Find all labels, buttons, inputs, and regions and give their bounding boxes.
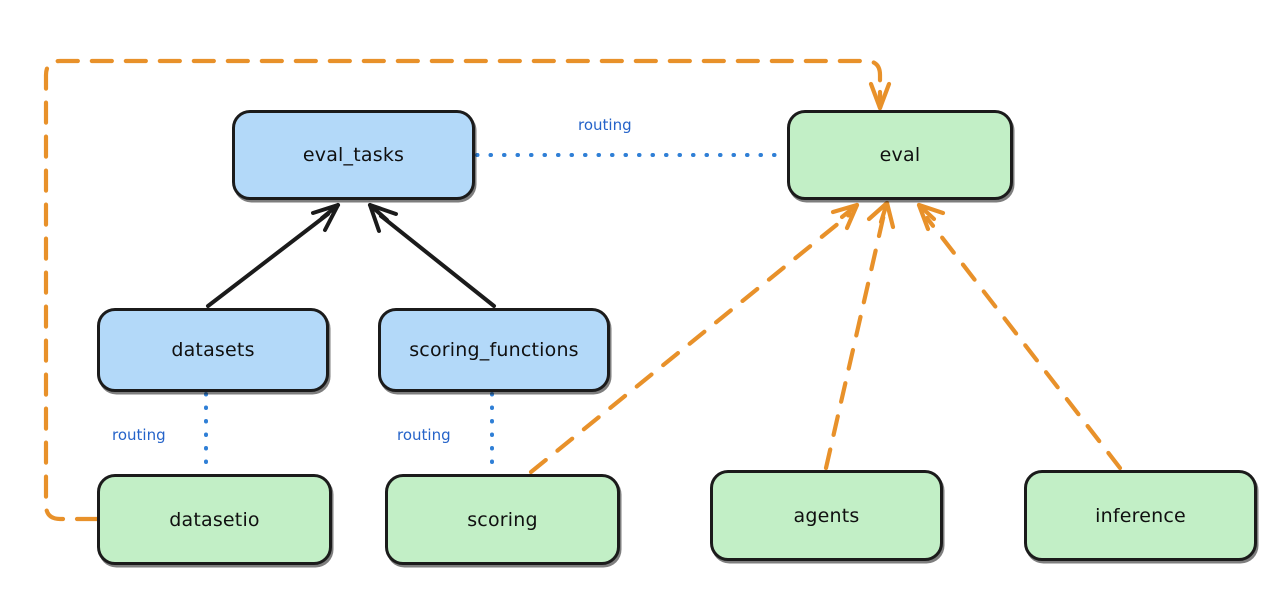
- node-eval[interactable]: eval: [787, 110, 1013, 200]
- node-label: scoring_functions: [409, 339, 579, 361]
- node-label: scoring: [467, 508, 538, 531]
- edge-datasets-to-eval_tasks: [206, 203, 340, 308]
- edge-label-routing-datasetio: routing: [112, 426, 166, 444]
- node-agents[interactable]: agents: [710, 470, 943, 561]
- edge-scoringfns-to-eval_tasks: [368, 203, 496, 308]
- node-scoring-functions[interactable]: scoring_functions: [378, 308, 610, 392]
- node-scoring[interactable]: scoring: [385, 474, 620, 565]
- edge-label-routing-scoring: routing: [397, 426, 451, 444]
- edge-inference-to-eval: [916, 202, 1123, 471]
- node-label: agents: [793, 504, 860, 527]
- node-label: eval: [879, 144, 921, 166]
- node-datasets[interactable]: datasets: [97, 308, 329, 392]
- node-label: datasetio: [169, 508, 260, 531]
- node-datasetio[interactable]: datasetio: [97, 474, 332, 565]
- node-inference[interactable]: inference: [1024, 470, 1257, 561]
- edge-label-routing-eval: routing: [578, 116, 632, 134]
- node-label: inference: [1095, 504, 1186, 527]
- node-eval-tasks[interactable]: eval_tasks: [232, 110, 475, 200]
- edge-agents-to-eval: [823, 200, 896, 471]
- node-label: eval_tasks: [302, 144, 405, 166]
- node-label: datasets: [171, 339, 255, 361]
